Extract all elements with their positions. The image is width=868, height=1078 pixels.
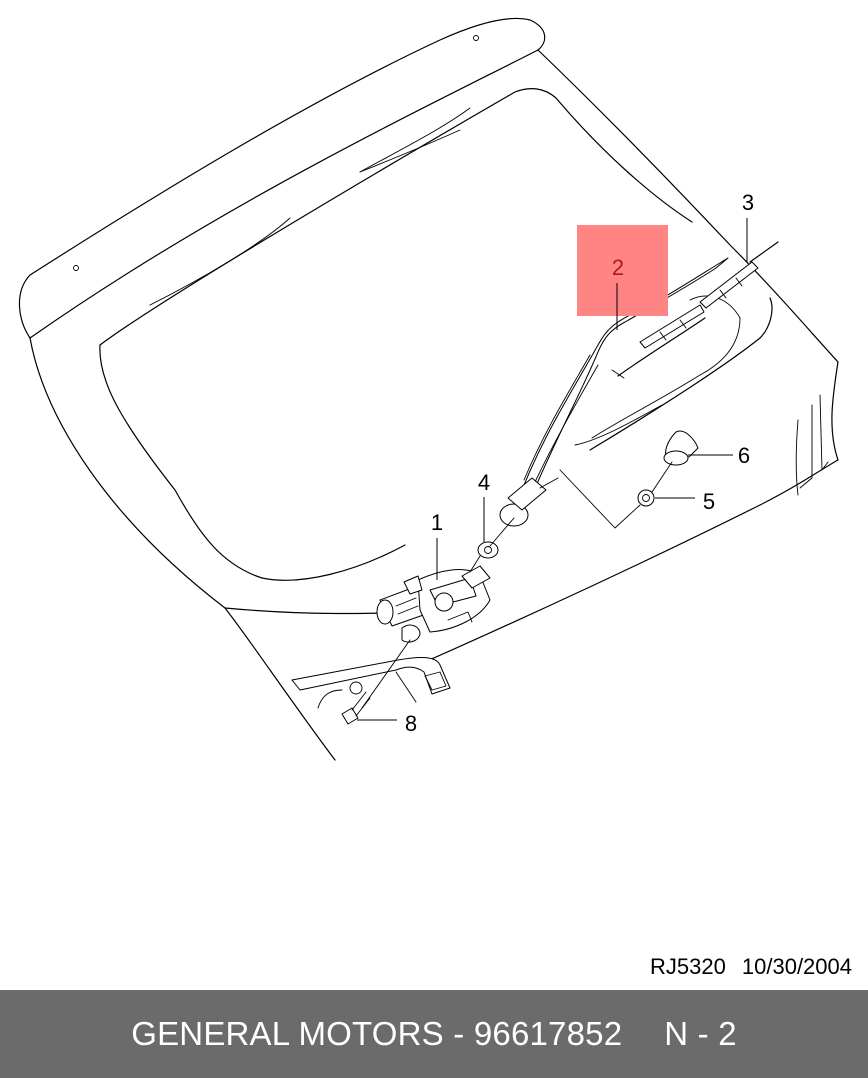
reference-date: 10/30/2004: [741, 954, 852, 979]
callout-1: 1: [431, 510, 443, 535]
callout-3: 3: [742, 190, 754, 215]
assembly-lines: [361, 461, 673, 709]
diagram-reference: RJ5320 10/30/2004: [650, 954, 852, 980]
grommet-nut: [637, 489, 655, 507]
wiper-blade: [611, 241, 779, 379]
diagram-position: N - 2: [664, 1015, 737, 1052]
part-2-highlight: [577, 225, 668, 316]
part-number: 96617852: [473, 1015, 623, 1052]
mounting-bolt: [341, 691, 371, 725]
arm-nut: [477, 541, 499, 559]
rear-wiper-exploded-diagram: 1 2 3 4 5 6 8: [18, 17, 839, 761]
footer-separator: -: [443, 1015, 474, 1052]
nozzle-cap: [663, 430, 699, 466]
tailgate-outline: [18, 17, 839, 761]
callout-5: 5: [703, 489, 715, 514]
reference-code: RJ5320: [650, 954, 726, 979]
callout-6: 6: [738, 443, 750, 468]
callout-8: 8: [405, 711, 417, 736]
footer-banner: GENERAL MOTORS - 96617852 N - 2: [0, 990, 868, 1078]
callout-labels: 1 2 3 4 5 6 8: [405, 190, 754, 736]
leader-lines: [357, 218, 748, 721]
callout-4: 4: [478, 470, 490, 495]
callout-2: 2: [612, 255, 624, 280]
wiper-motor: [376, 565, 491, 643]
manufacturer-name: GENERAL MOTORS: [131, 1015, 444, 1052]
wiper-arm: [499, 257, 729, 527]
lower-bracket: [291, 656, 451, 709]
